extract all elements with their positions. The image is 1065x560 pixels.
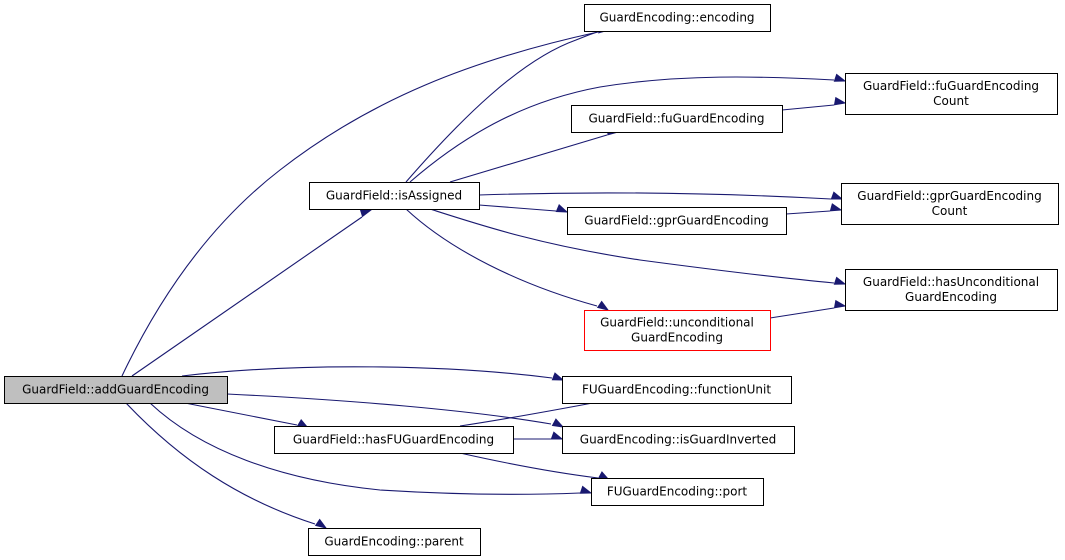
edge-isAssigned-to-fuGuardEncoding [449, 126, 620, 183]
node-box [4, 376, 228, 404]
edge-line [769, 307, 835, 319]
edge-isAssigned-to-unconditional [405, 208, 610, 311]
node-label: GuardEncoding::isGuardInverted [580, 433, 776, 447]
edge-gprGuardEncoding-to-gprGuardEncodingCount [785, 203, 843, 215]
node-label: GuardEncoding [631, 331, 723, 345]
arrowhead-icon [830, 191, 844, 200]
node-label: GuardField::gprGuardEncoding [857, 189, 1041, 203]
node-label: GuardField::addGuardEncoding [22, 383, 209, 397]
edge-line [131, 216, 363, 377]
node-port[interactable]: FUGuardEncoding::port [591, 478, 764, 506]
node-box [571, 105, 783, 133]
arrowhead-icon [833, 73, 847, 82]
node-isAssigned[interactable]: GuardField::isAssigned [309, 182, 480, 210]
node-label: GuardField::fuGuardEncoding [588, 112, 764, 126]
edge-fuGuardEncoding-to-fuGuardEncodingCount [781, 96, 847, 111]
edge-line [405, 208, 598, 307]
edge-line [184, 402, 298, 426]
edge-line [125, 402, 316, 525]
edge-line [785, 210, 831, 215]
node-hasUnconditional[interactable]: GuardField::hasUnconditionalGuardEncodin… [845, 269, 1058, 311]
node-encoding[interactable]: GuardEncoding::encoding [584, 4, 771, 32]
node-label: GuardEncoding::encoding [599, 11, 754, 25]
node-label: Count [933, 94, 969, 108]
node-isGuardInverted[interactable]: GuardEncoding::isGuardInverted [562, 426, 795, 454]
arrowhead-icon [314, 518, 328, 529]
arrowhead-icon [833, 276, 847, 285]
arrowhead-icon [579, 485, 593, 494]
node-fuGuardEncoding[interactable]: GuardField::fuGuardEncoding [571, 105, 783, 133]
node-box [591, 478, 764, 506]
edge-line [181, 366, 553, 379]
arrowhead-icon [551, 372, 565, 381]
node-box [584, 310, 771, 351]
node-box [841, 183, 1059, 225]
arrowhead-icon [833, 96, 847, 106]
node-label: GuardEncoding [905, 290, 997, 304]
edge-isAssigned-to-encoding [405, 24, 612, 183]
arrowhead-icon [596, 300, 610, 311]
node-hasFUGuardEncoding[interactable]: GuardField::hasFUGuardEncoding [274, 426, 514, 454]
node-box [274, 426, 514, 454]
node-box [845, 73, 1058, 115]
edge-line [781, 104, 835, 111]
node-label: GuardField::isAssigned [326, 189, 462, 203]
nodes-layer: GuardField::addGuardEncodingGuardField::… [4, 4, 1059, 556]
node-parent[interactable]: GuardEncoding::parent [308, 528, 481, 556]
node-gprGuardEncoding[interactable]: GuardField::gprGuardEncoding [567, 207, 787, 235]
edge-addGuardEncoding-to-parent [125, 402, 328, 529]
node-box [309, 182, 480, 210]
arrowhead-icon [833, 299, 847, 309]
node-label: FUGuardEncoding::port [607, 485, 748, 499]
node-label: FUGuardEncoding::functionUnit [582, 383, 771, 397]
node-label: GuardField::hasFUGuardEncoding [293, 433, 494, 447]
edge-addGuardEncoding-to-port [149, 402, 593, 495]
edge-line [121, 31, 599, 377]
edge-addGuardEncoding-to-functionUnit [181, 366, 565, 381]
edge-line [459, 452, 599, 479]
arrowhead-icon [359, 208, 373, 218]
edges-layer [121, 24, 847, 529]
edge-hasFUGuardEncoding-to-port [459, 452, 611, 481]
edge-line [459, 401, 599, 427]
node-box [584, 4, 771, 32]
node-box [562, 426, 795, 454]
node-label: GuardField::gprGuardEncoding [584, 214, 768, 228]
node-box [567, 207, 787, 235]
node-box [562, 376, 792, 404]
arrowhead-icon [829, 203, 843, 212]
edge-addGuardEncoding-to-isGuardInverted [226, 393, 565, 428]
edge-isAssigned-to-hasUnconditional [429, 208, 847, 285]
node-label: GuardField::hasUnconditional [863, 275, 1039, 289]
node-label: GuardField::fuGuardEncoding [863, 79, 1039, 93]
edge-line [449, 134, 608, 183]
edge-line [226, 393, 552, 425]
edge-addGuardEncoding-to-hasFUGuardEncoding [184, 402, 310, 429]
edge-isAssigned-to-gprGuardEncodingCount [478, 191, 844, 200]
edge-hasFUGuardEncoding-to-isGuardInverted [513, 431, 564, 440]
edge-line [149, 402, 581, 495]
node-box [845, 269, 1058, 311]
arrowhead-icon [550, 431, 564, 440]
node-label: GuardEncoding::parent [324, 535, 464, 549]
node-addGuardEncoding[interactable]: GuardField::addGuardEncoding [4, 376, 228, 404]
edge-isAssigned-to-gprGuardEncoding [478, 203, 569, 213]
edge-line [405, 30, 601, 183]
edge-line [478, 204, 557, 212]
edge-line [478, 192, 832, 200]
edge-unconditional-to-hasUnconditional [769, 299, 847, 319]
arrowhead-icon [551, 418, 565, 428]
node-label: Count [932, 204, 968, 218]
node-functionUnit[interactable]: FUGuardEncoding::functionUnit [562, 376, 792, 404]
arrowhead-icon [555, 203, 569, 213]
node-label: GuardField::unconditional [600, 316, 754, 330]
edge-line [429, 208, 835, 284]
edge-isAssigned-to-fuGuardEncodingCount [409, 73, 847, 183]
node-box [308, 528, 481, 556]
edge-line [409, 76, 835, 183]
